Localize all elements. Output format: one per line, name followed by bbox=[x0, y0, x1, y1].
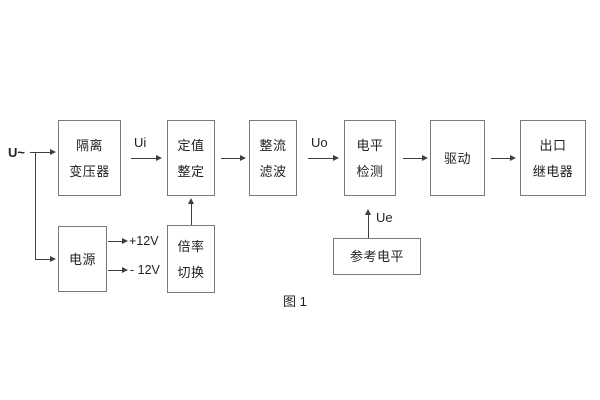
ratio-to-setting-line bbox=[191, 204, 192, 225]
block-label-line-1: 驱动 bbox=[443, 150, 471, 166]
power-neg12v-arrowhead bbox=[122, 266, 128, 273]
rectify-to-level-line bbox=[308, 158, 334, 159]
reference-to-level-arrowhead bbox=[364, 209, 371, 215]
power-pos12v-arrowhead bbox=[122, 237, 128, 244]
driver-to-relay-line bbox=[491, 158, 511, 159]
block-label-line-2: 检测 bbox=[356, 163, 384, 179]
power-pos12v-line bbox=[108, 241, 123, 242]
block-label-line-1: 倍率 bbox=[177, 238, 205, 254]
block-label-line-2: 变压器 bbox=[69, 163, 110, 179]
power-neg12v-line bbox=[108, 270, 123, 271]
figure-caption: 图 1 bbox=[283, 294, 307, 309]
input-label-u: U~ bbox=[8, 145, 25, 160]
ratio-to-setting-arrowhead bbox=[187, 198, 194, 204]
signal-label-ue: Ue bbox=[376, 210, 393, 225]
signal-label-ui: Ui bbox=[134, 135, 147, 150]
block-label-line-1: 整流 bbox=[259, 137, 287, 153]
signal-label-neg12v: - 12V bbox=[130, 263, 160, 277]
input-branch-trunk bbox=[35, 152, 36, 260]
input-stub-line bbox=[30, 152, 36, 153]
block-label-line-2: 切换 bbox=[177, 264, 205, 280]
level-to-driver-line bbox=[403, 158, 423, 159]
block-label-line-2: 继电器 bbox=[532, 163, 574, 179]
block-rectify-filter[interactable]: 整流 滤波 bbox=[249, 120, 297, 196]
transformer-to-setting-line bbox=[131, 158, 157, 159]
block-reference-level[interactable]: 参考电平 bbox=[333, 238, 421, 275]
signal-label-uo: Uo bbox=[311, 135, 328, 150]
block-label-line-1: 定值 bbox=[177, 137, 205, 153]
block-setting-value[interactable]: 定值 整定 bbox=[167, 120, 215, 196]
level-to-driver-arrowhead bbox=[422, 154, 428, 161]
block-isolation-transformer[interactable]: 隔离 变压器 bbox=[58, 120, 121, 196]
block-label-line-1: 出口 bbox=[539, 137, 567, 153]
block-label-line-2: 滤波 bbox=[259, 163, 287, 179]
block-output-relay[interactable]: 出口 继电器 bbox=[520, 120, 586, 196]
input-to-transformer-line bbox=[35, 152, 50, 153]
input-to-power-line bbox=[35, 259, 50, 260]
setting-to-rectify-line bbox=[221, 158, 241, 159]
setting-to-rectify-arrowhead bbox=[240, 154, 246, 161]
driver-to-relay-arrowhead bbox=[510, 154, 516, 161]
block-label-line-2: 整定 bbox=[177, 163, 205, 179]
block-level-detection[interactable]: 电平 检测 bbox=[344, 120, 396, 196]
transformer-to-setting-arrowhead bbox=[156, 154, 162, 161]
input-to-power-arrowhead bbox=[50, 255, 56, 262]
block-label-line-1: 参考电平 bbox=[349, 249, 404, 264]
rectify-to-level-arrowhead bbox=[333, 154, 339, 161]
block-ratio-switch[interactable]: 倍率 切换 bbox=[167, 225, 215, 293]
block-label-line-1: 电平 bbox=[356, 137, 384, 153]
reference-to-level-line bbox=[368, 215, 369, 238]
block-label-line-1: 电源 bbox=[68, 251, 96, 267]
signal-label-pos12v: +12V bbox=[129, 234, 159, 248]
block-driver[interactable]: 驱动 bbox=[430, 120, 485, 196]
input-to-transformer-arrowhead bbox=[50, 148, 56, 155]
block-power-supply[interactable]: 电源 bbox=[58, 226, 107, 292]
block-label-line-1: 隔离 bbox=[75, 137, 103, 153]
